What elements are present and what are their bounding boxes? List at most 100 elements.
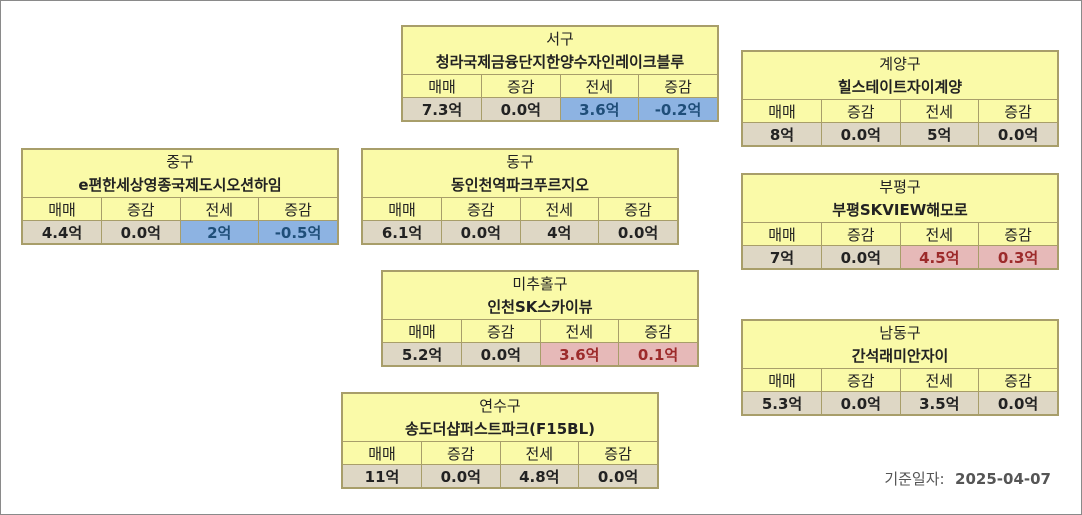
jeonse-price: 4억: [519, 220, 599, 243]
sale-price: 5.2억: [383, 342, 462, 365]
jeonse-price: 2억: [179, 220, 259, 243]
jeonse-price: 3.5억: [899, 391, 979, 414]
complex-name: e편한세상영종국제도시오션하임: [78, 176, 282, 194]
header-sale: 매매: [23, 197, 102, 221]
jeonse-change: 0.3억: [978, 245, 1057, 268]
card-junggu: 중구 e편한세상영종국제도시오션하임 매매 증감 전세 증감 4.4억 0.0억…: [21, 148, 339, 245]
header-sale: 매매: [343, 441, 422, 465]
header-jeonse: 전세: [179, 197, 259, 221]
district-name: 계양구: [879, 55, 921, 73]
header-change: 증감: [638, 74, 717, 98]
complex-name: 청라국제금융단지한양수자인레이크블루: [435, 53, 685, 71]
header-change: 증감: [978, 368, 1057, 392]
header-sale: 매매: [743, 368, 822, 392]
complex-name: 부평SKVIEW해모로: [832, 201, 968, 219]
jeonse-change: 0.0억: [598, 220, 677, 243]
card-bupyeong: 부평구 부평SKVIEW해모로 매매 증감 전세 증감 7억 0.0억 4.5억…: [741, 173, 1059, 270]
price-table: 매매 증감 전세 증감 5.2억 0.0억 3.6억 0.1억: [383, 319, 697, 365]
jeonse-price: 4.5억: [899, 245, 979, 268]
sale-price: 4.4억: [23, 220, 102, 243]
header-sale: 매매: [403, 74, 482, 98]
header-change: 증감: [101, 197, 180, 221]
sale-change: 0.0억: [461, 342, 540, 365]
card-michuhol: 미추홀구 인천SK스카이뷰 매매 증감 전세 증감 5.2억 0.0억 3.6억…: [381, 270, 699, 367]
sale-change: 0.0억: [101, 220, 180, 243]
jeonse-change: 0.0억: [578, 464, 657, 487]
price-table: 매매 증감 전세 증감 8억 0.0억 5억 0.0억: [743, 99, 1057, 145]
sale-price: 11억: [343, 464, 422, 487]
header-jeonse: 전세: [539, 319, 619, 343]
jeonse-change: -0.2억: [638, 97, 717, 120]
price-table: 매매 증감 전세 증감 4.4억 0.0억 2억 -0.5억: [23, 197, 337, 243]
district-name: 동구: [506, 153, 534, 171]
header-sale: 매매: [743, 99, 822, 123]
complex-name: 송도더샵퍼스트파크(F15BL): [404, 420, 596, 438]
header-change: 증감: [821, 99, 900, 123]
header-change: 증감: [978, 99, 1057, 123]
base-date-label: 기준일자:: [884, 470, 945, 488]
card-gyeyang: 계양구 힐스테이트자이계양 매매 증감 전세 증감 8억 0.0억 5억 0.0…: [741, 50, 1059, 147]
sale-price: 6.1억: [363, 220, 442, 243]
header-change: 증감: [421, 441, 500, 465]
header-change: 증감: [481, 74, 560, 98]
jeonse-price: 3.6억: [539, 342, 619, 365]
jeonse-price: 4.8억: [499, 464, 579, 487]
header-change: 증감: [578, 441, 657, 465]
sale-change: 0.0억: [821, 391, 900, 414]
header-change: 증감: [258, 197, 337, 221]
district-name: 서구: [546, 30, 574, 48]
sale-change: 0.0억: [441, 220, 520, 243]
header-sale: 매매: [383, 319, 462, 343]
district-name: 연수구: [479, 397, 521, 415]
header-jeonse: 전세: [899, 368, 979, 392]
price-table: 매매 증감 전세 증감 7.3억 0.0억 3.6억 -0.2억: [403, 74, 717, 120]
jeonse-price: 5억: [899, 122, 979, 145]
card-namdong: 남동구 간석래미안자이 매매 증감 전세 증감 5.3억 0.0억 3.5억 0…: [741, 319, 1059, 416]
complex-name: 동인천역파크푸르지오: [450, 176, 589, 194]
price-table: 매매 증감 전세 증감 11억 0.0억 4.8억 0.0억: [343, 441, 657, 487]
card-yeonsu: 연수구 송도더샵퍼스트파크(F15BL) 매매 증감 전세 증감 11억 0.0…: [341, 392, 659, 489]
price-table: 매매 증감 전세 증감 5.3억 0.0억 3.5억 0.0억: [743, 368, 1057, 414]
jeonse-change: 0.1억: [618, 342, 697, 365]
header-jeonse: 전세: [559, 74, 639, 98]
sale-price: 7억: [743, 245, 822, 268]
header-change: 증감: [821, 222, 900, 246]
sale-change: 0.0억: [821, 245, 900, 268]
header-change: 증감: [618, 319, 697, 343]
sale-change: 0.0억: [821, 122, 900, 145]
header-change: 증감: [598, 197, 677, 221]
header-change: 증감: [821, 368, 900, 392]
header-change: 증감: [978, 222, 1057, 246]
sale-change: 0.0억: [481, 97, 560, 120]
price-table: 매매 증감 전세 증감 6.1억 0.0억 4억 0.0억: [363, 197, 677, 243]
sale-change: 0.0억: [421, 464, 500, 487]
complex-name: 간석래미안자이: [851, 347, 949, 365]
base-date: 기준일자: 2025-04-07: [884, 468, 1051, 489]
header-jeonse: 전세: [499, 441, 579, 465]
header-jeonse: 전세: [519, 197, 599, 221]
card-donggu: 동구 동인천역파크푸르지오 매매 증감 전세 증감 6.1억 0.0억 4억 0…: [361, 148, 679, 245]
jeonse-change: 0.0억: [978, 391, 1057, 414]
header-change: 증감: [441, 197, 520, 221]
complex-name: 인천SK스카이뷰: [487, 298, 593, 316]
header-jeonse: 전세: [899, 99, 979, 123]
district-name: 남동구: [879, 324, 921, 342]
base-date-value: 2025-04-07: [955, 470, 1051, 488]
card-seogu: 서구 청라국제금융단지한양수자인레이크블루 매매 증감 전세 증감 7.3억 0…: [401, 25, 719, 122]
sale-price: 5.3억: [743, 391, 822, 414]
sale-price: 8억: [743, 122, 822, 145]
jeonse-change: 0.0억: [978, 122, 1057, 145]
district-name: 중구: [166, 153, 194, 171]
complex-name: 힐스테이트자이계양: [837, 78, 963, 96]
jeonse-change: -0.5억: [258, 220, 337, 243]
district-name: 미추홀구: [512, 275, 568, 293]
header-change: 증감: [461, 319, 540, 343]
jeonse-price: 3.6억: [559, 97, 639, 120]
price-table: 매매 증감 전세 증감 7억 0.0억 4.5억 0.3억: [743, 222, 1057, 268]
district-name: 부평구: [879, 178, 921, 196]
sale-price: 7.3억: [403, 97, 482, 120]
header-sale: 매매: [363, 197, 442, 221]
header-jeonse: 전세: [899, 222, 979, 246]
header-sale: 매매: [743, 222, 822, 246]
